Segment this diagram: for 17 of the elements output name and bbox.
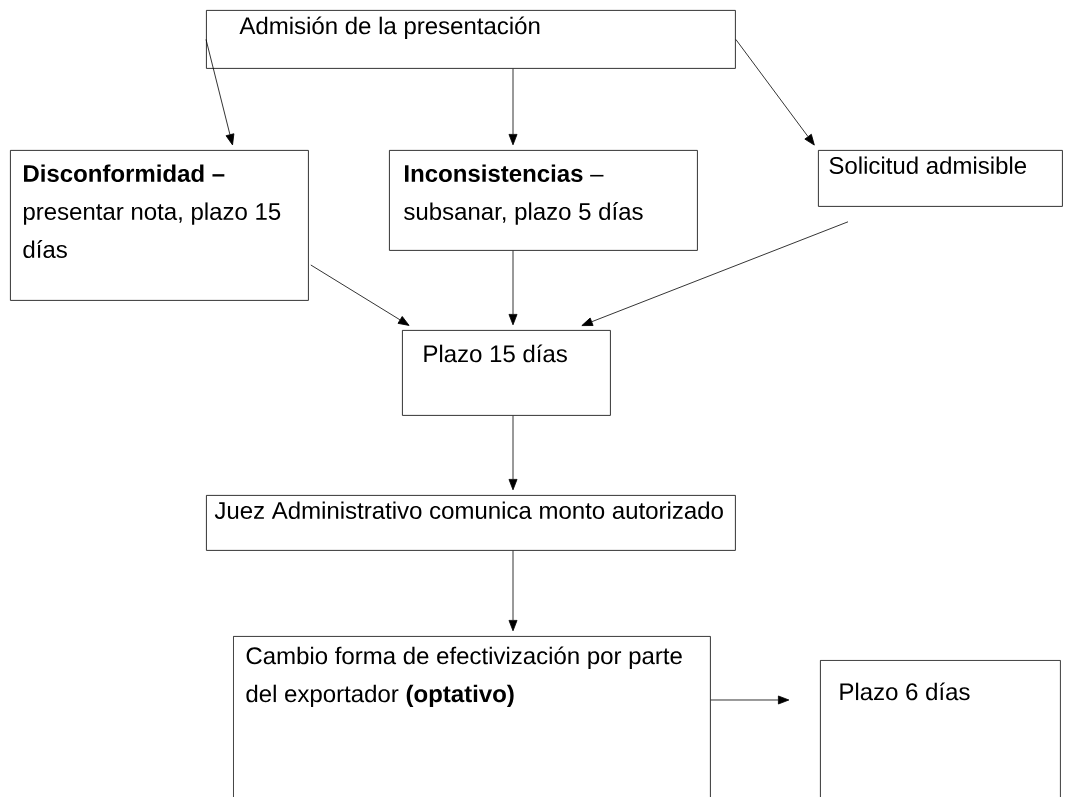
arrow — [710, 695, 790, 705]
process-box: Cambio forma de efectivización por parte del exportador (optativo) — [233, 636, 711, 797]
process-box: Solicitud admisible — [818, 150, 1063, 207]
process-box: Juez Administrativo comunica monto autorizado — [206, 495, 736, 551]
arrow — [205, 39, 235, 146]
process-box: Admisión de la presentación — [206, 10, 736, 69]
arrow — [508, 415, 518, 491]
arrow — [508, 68, 518, 146]
process-box: Disconformidad – presentar nota, plazo 15 días — [10, 150, 309, 301]
process-box: Inconsistencias – subsanar, plazo 5 días — [389, 150, 698, 251]
arrow — [581, 221, 849, 326]
arrow — [310, 264, 410, 326]
arrow — [508, 550, 518, 632]
process-box: Plazo 6 días — [820, 660, 1061, 797]
process-box: Plazo 15 días — [402, 330, 611, 416]
arrow — [508, 250, 518, 326]
arrow — [735, 39, 815, 146]
